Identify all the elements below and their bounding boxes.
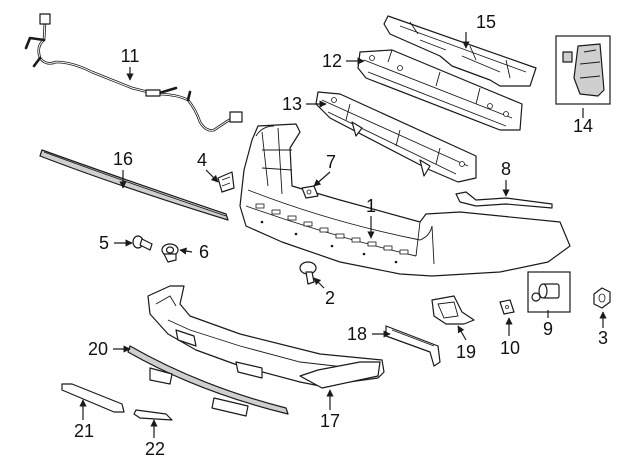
hex-nut [593, 287, 611, 309]
reflector-strip [61, 383, 125, 413]
leader-lines [79, 32, 607, 438]
callout-18: 18 [346, 324, 368, 344]
callout-2: 2 [324, 288, 336, 308]
callout-15: 15 [475, 12, 497, 32]
callout-5: 5 [98, 233, 110, 253]
push-retainer [299, 261, 317, 285]
callout-19: 19 [455, 342, 477, 362]
exhaust-bezel [431, 295, 475, 325]
trim-piece [385, 325, 441, 367]
impact-bar [357, 49, 523, 131]
sleeve-pair [527, 271, 571, 313]
side-bracket-box [555, 35, 611, 105]
wiring-harness [24, 13, 243, 132]
callout-1: 1 [365, 196, 377, 216]
lower-valance [147, 285, 385, 389]
callout-6: 6 [198, 242, 210, 262]
callout-11: 11 [120, 46, 140, 66]
callout-3: 3 [597, 328, 609, 348]
callout-14: 14 [572, 116, 594, 136]
bumper-cover [239, 123, 571, 277]
lower-molding [127, 345, 289, 417]
callout-10: 10 [499, 338, 521, 358]
callout-7: 7 [325, 152, 337, 172]
callout-20: 20 [87, 339, 109, 359]
callout-16: 16 [112, 149, 134, 169]
small-pad [499, 299, 515, 315]
bracket-small [217, 171, 235, 193]
molding-strip [39, 149, 229, 221]
callout-21: 21 [73, 421, 95, 441]
callout-22: 22 [144, 439, 166, 459]
callout-12: 12 [321, 51, 343, 71]
callout-8: 8 [500, 159, 512, 179]
retainer-clip [301, 185, 319, 199]
side-strip [455, 191, 553, 209]
callout-17: 17 [319, 411, 341, 431]
reinforcement-bar [315, 91, 477, 183]
callout-13: 13 [281, 94, 303, 114]
reflector-small [133, 409, 173, 421]
callout-4: 4 [196, 150, 208, 170]
callout-9: 9 [542, 319, 554, 339]
push-pin [132, 235, 153, 251]
clip-round [161, 243, 179, 263]
energy-absorber [383, 15, 537, 87]
